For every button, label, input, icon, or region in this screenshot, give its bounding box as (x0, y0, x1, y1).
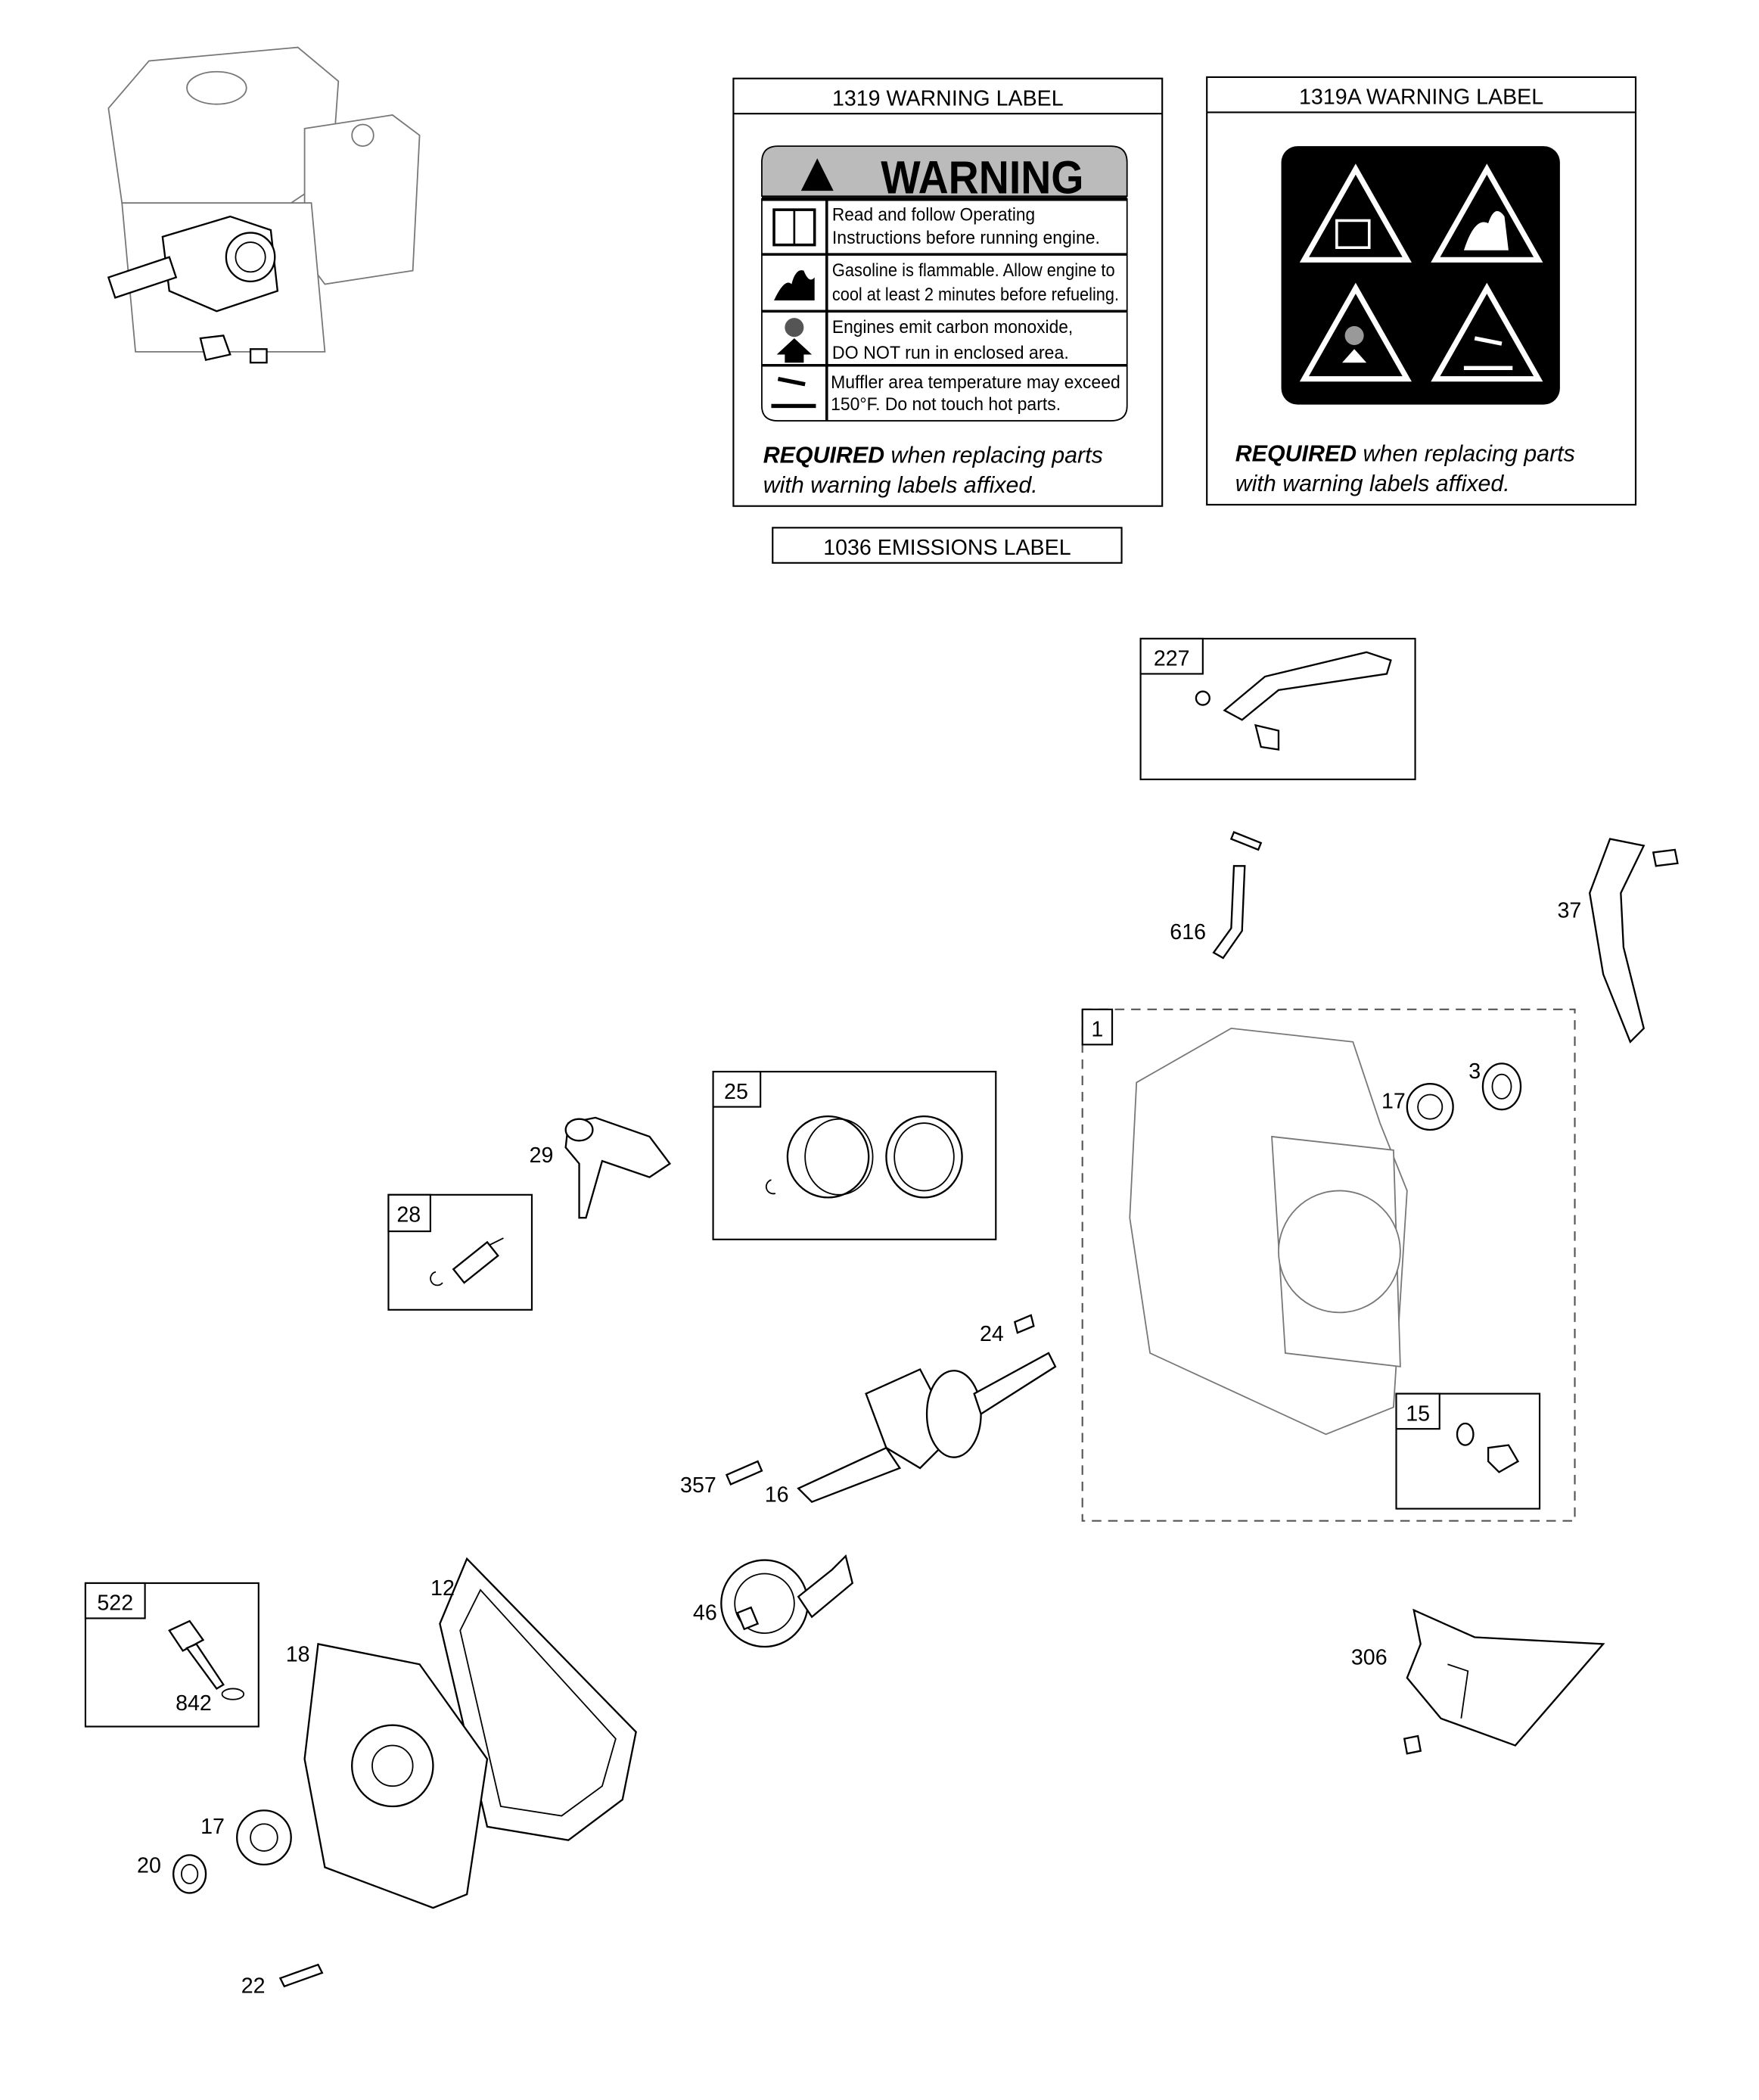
warning-label-1319: 1319 WARNING LABEL WARNING Read and foll… (732, 77, 1164, 507)
svg-text:12: 12 (430, 1576, 455, 1601)
warning-triangle-icon (800, 158, 834, 191)
emissions-label-1036: 1036 EMISSIONS LABEL (772, 527, 1123, 564)
svg-text:20: 20 (137, 1854, 161, 1878)
svg-text:842: 842 (176, 1691, 212, 1716)
svg-text:522: 522 (97, 1591, 133, 1616)
svg-text:37: 37 (1557, 898, 1581, 922)
warning-row-text: cool at least 2 minutes before refueling… (832, 285, 1119, 305)
hot-surface-icon (1431, 282, 1543, 382)
svg-text:22: 22 (241, 1974, 266, 1999)
warning-row-text: Gasoline is flammable. Allow engine to (832, 260, 1115, 281)
part-1-cylinder-block: 1 3 17 15 (1081, 1008, 1576, 1522)
svg-text:18: 18 (286, 1643, 310, 1667)
warning-row-text: 150°F. Do not touch hot parts. (831, 394, 1061, 415)
part-522-dipstick: 522 842 (84, 1582, 259, 1728)
fire-icon (774, 270, 815, 300)
part-28-piston-pin: 28 (387, 1193, 533, 1311)
svg-text:17: 17 (1381, 1089, 1406, 1113)
svg-text:17: 17 (200, 1815, 225, 1839)
label-title: 1319A WARNING LABEL (1299, 86, 1543, 110)
part-25-piston-assembly: 25 (712, 1071, 997, 1240)
svg-text:357: 357 (680, 1473, 716, 1498)
warning-row-text: Instructions before running engine. (832, 228, 1100, 248)
warning-label-1319a: 1319A WARNING LABEL REQUIRED when replac… (1206, 76, 1637, 506)
warning-banner: WARNING (881, 152, 1083, 204)
svg-text:16: 16 (765, 1483, 789, 1507)
svg-text:616: 616 (1170, 920, 1206, 944)
fumes-icon (1299, 282, 1412, 382)
svg-text:1036 EMISSIONS LABEL: 1036 EMISSIONS LABEL (823, 536, 1071, 560)
part-16-crankshaft: 24 357 16 (680, 1314, 1057, 1507)
required-bold: REQUIRED (763, 443, 884, 468)
fumes-icon (785, 318, 804, 338)
svg-text:29: 29 (530, 1143, 554, 1168)
svg-text:46: 46 (693, 1601, 717, 1625)
svg-text:24: 24 (980, 1322, 1004, 1346)
part-46-camshaft: 46 (693, 1554, 854, 1648)
required-text-line2: with warning labels affixed. (763, 472, 1038, 498)
part-616-governor-link: 616 (1170, 831, 1263, 960)
svg-text:REQUIRED when replacing parts: REQUIRED when replacing parts (763, 443, 1103, 468)
part-18-crankcase-cover: 18 17 20 22 (137, 1643, 489, 1999)
engine-overview-illustration (107, 46, 421, 364)
svg-text:REQUIRED when replacing parts: REQUIRED when replacing parts (1235, 441, 1575, 467)
warning-row-text: Engines emit carbon monoxide, (832, 317, 1073, 338)
svg-text:227: 227 (1154, 647, 1190, 671)
svg-text:28: 28 (396, 1203, 421, 1227)
part-12-gasket: 12 (430, 1557, 637, 1841)
svg-text:3: 3 (1468, 1059, 1481, 1084)
svg-text:25: 25 (724, 1080, 748, 1104)
required-bold: REQUIRED (1235, 441, 1357, 467)
fire-icon (1431, 163, 1543, 263)
hot-surface-icon (771, 377, 816, 409)
required-text: when replacing parts (884, 443, 1103, 468)
svg-text:15: 15 (1406, 1402, 1430, 1426)
part-37-air-guide: 37 (1557, 838, 1679, 1044)
part-306-shield: 306 (1351, 1608, 1605, 1755)
svg-text:306: 306 (1351, 1645, 1388, 1669)
required-text-line2: with warning labels affixed. (1235, 471, 1510, 496)
warning-row-text: Muffler area temperature may exceed (831, 372, 1120, 393)
required-text: when replacing parts (1357, 441, 1575, 467)
label-title: 1319 WARNING LABEL (832, 86, 1064, 110)
warning-row-text: Read and follow Operating (832, 204, 1035, 225)
part-227-governor-lever: 227 (1139, 637, 1416, 780)
svg-text:1: 1 (1091, 1018, 1103, 1042)
warning-row-text: DO NOT run in enclosed area. (832, 343, 1069, 363)
book-icon (1299, 163, 1412, 263)
part-29-connecting-rod: 29 (530, 1116, 672, 1219)
